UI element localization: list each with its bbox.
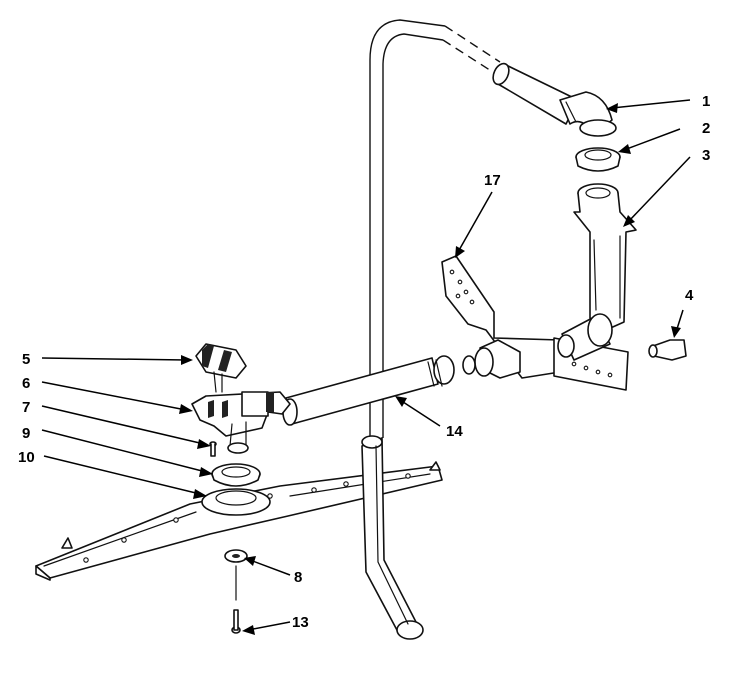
leader-lines [41, 99, 691, 635]
spray-tube [282, 355, 455, 426]
screw-small [209, 441, 217, 457]
feed-hose [369, 19, 501, 438]
callout-2: 2 [702, 120, 710, 137]
callout-4: 4 [685, 287, 694, 304]
callout-1: 1 [702, 93, 710, 110]
callout-7: 7 [22, 399, 30, 416]
end-cap [648, 339, 687, 361]
callout-6: 6 [22, 375, 30, 392]
callout-9: 9 [22, 425, 30, 442]
screw-mounting [231, 565, 241, 634]
bearing-ring [211, 463, 261, 487]
callout-5: 5 [22, 351, 30, 368]
upper-hose-elbow [492, 62, 617, 137]
tube-clip [195, 343, 247, 393]
lower-hose-bend [361, 435, 424, 640]
callout-8: 8 [294, 569, 302, 586]
washer [224, 549, 248, 563]
callout-13: 13 [292, 614, 309, 631]
spray-arm-support [191, 391, 291, 454]
manifold-tube [573, 183, 637, 331]
manifold-fitting [462, 313, 613, 379]
callout-labels: 1 2 3 4 5 6 7 9 10 8 13 14 17 [18, 93, 710, 631]
seal-ring [575, 147, 621, 172]
callout-3: 3 [702, 147, 710, 164]
callout-10: 10 [18, 449, 35, 466]
callout-17: 17 [484, 172, 501, 189]
callout-14: 14 [446, 423, 463, 440]
